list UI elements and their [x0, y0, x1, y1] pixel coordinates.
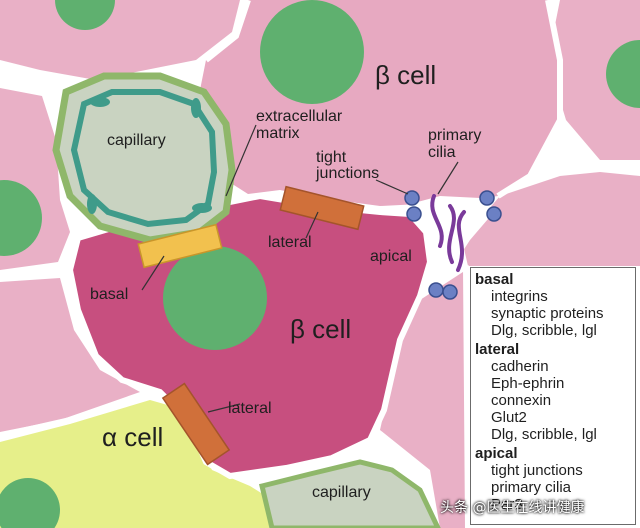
lateral-marker-upper	[279, 185, 365, 231]
legend-item: integrins	[491, 288, 548, 305]
capillary-bottom	[258, 459, 441, 528]
endothelial-nuclei	[87, 97, 212, 214]
leader-lines	[141, 124, 459, 413]
neighbor-cell-top-left	[0, 0, 240, 80]
legend-item: Dlg, scribble, lgl	[491, 322, 597, 339]
tight-junction-dots	[404, 190, 502, 300]
legend-item: cadherin	[491, 358, 549, 375]
legend-item: Glut2	[491, 409, 527, 426]
neighbor-cell-left-lower	[0, 278, 140, 432]
label-tight-junctions-line2: junctions	[315, 165, 379, 182]
label-capillary-top: capillary	[107, 132, 166, 149]
label-lateral-lower: lateral	[228, 400, 272, 417]
nucleus-right	[606, 40, 640, 108]
nucleus-top-left	[55, 0, 115, 30]
label-lateral-upper: lateral	[268, 234, 312, 251]
legend-item: primary cilia	[491, 479, 572, 496]
neighbor-cell-bottom-right	[380, 270, 468, 528]
label-alpha-cell: α cell	[102, 422, 163, 452]
neighbor-cell-right	[462, 172, 640, 266]
alpha-cell	[0, 400, 300, 528]
legend-item: Par3	[491, 496, 523, 513]
watermark-text: 头条 @医生在线讲健康	[440, 500, 585, 516]
capillary-top-group	[52, 72, 236, 244]
legend-item: Dlg, scribble, lgl	[491, 426, 597, 443]
legend-item: tight junctions	[491, 462, 583, 479]
neighbor-cell-top-right	[548, 0, 640, 160]
legend-item: Eph-ephrin	[491, 375, 565, 392]
label-beta-cell-center: β cell	[290, 314, 351, 344]
legend-group-lateral: lateral cadherin Eph-ephrin connexin Glu…	[475, 341, 631, 443]
label-primary-cilia-line1: primary	[428, 127, 481, 144]
basal-marker	[137, 223, 223, 269]
legend-group-apical: apical tight junctions primary cilia Par…	[475, 445, 631, 513]
beta-cell-upper	[200, 0, 560, 206]
legend-panel: basal integrins synaptic proteins Dlg, s…	[470, 267, 636, 525]
nucleus-beta-upper	[260, 0, 364, 104]
label-extracellular-line1: extracellular	[256, 108, 343, 125]
legend-title-apical: apical	[475, 445, 518, 462]
lateral-marker-lower	[161, 382, 231, 466]
nucleus-left	[0, 180, 42, 256]
label-capillary-bottom: capillary	[312, 484, 371, 501]
label-basal: basal	[90, 286, 128, 303]
nucleus-alpha	[0, 478, 60, 528]
label-beta-cell-upper: β cell	[375, 60, 436, 90]
label-tight-junctions-line1: tight	[316, 149, 347, 166]
nucleus-beta-center	[163, 246, 267, 350]
label-primary-cilia-line2: cilia	[428, 144, 456, 161]
legend-group-basal: basal integrins synaptic proteins Dlg, s…	[475, 271, 631, 339]
label-apical: apical	[370, 248, 412, 265]
legend-item: synaptic proteins	[491, 305, 604, 322]
label-extracellular-line2: matrix	[256, 125, 300, 142]
primary-cilia-drawing	[430, 194, 466, 272]
legend-item: connexin	[491, 392, 552, 409]
legend-title-basal: basal	[475, 271, 514, 288]
apical-lumen	[410, 196, 494, 286]
legend-title-lateral: lateral	[475, 341, 520, 358]
